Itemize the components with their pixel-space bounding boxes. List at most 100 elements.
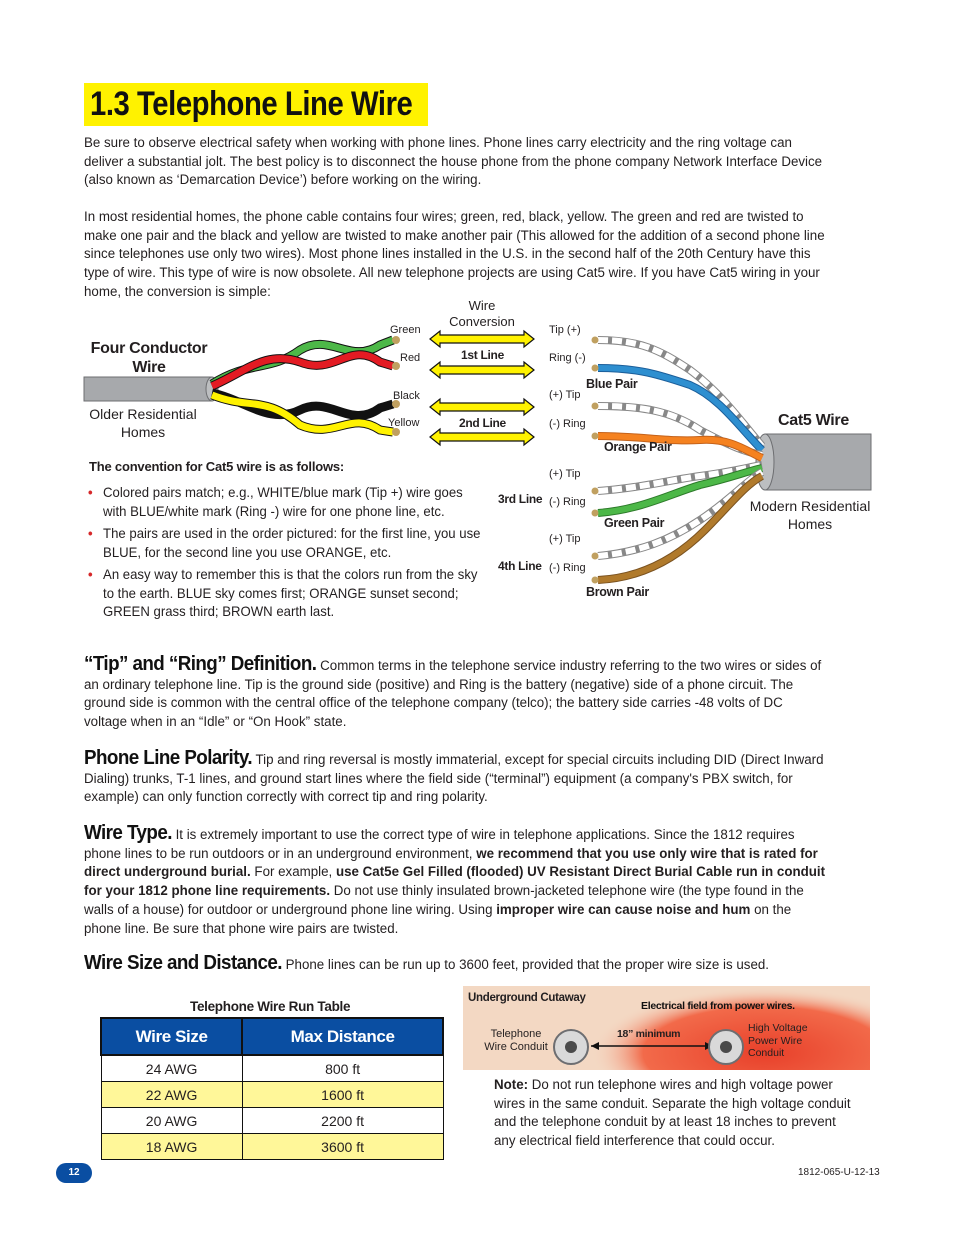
title-banner: 1.3 Telephone Line Wire xyxy=(84,83,428,126)
run-table-caption: Telephone Wire Run Table xyxy=(190,999,351,1014)
orange-pair-label: Orange Pair xyxy=(604,440,672,454)
four-conductor-wire-label: Four Conductor Wire xyxy=(89,339,209,377)
blue-pair-label: Blue Pair xyxy=(586,377,638,391)
wire-type-bold-2: use Cat5e Gel Filled (flooded) UV Resist… xyxy=(84,864,826,900)
wire-conversion-line2: Conversion xyxy=(449,314,515,329)
tip-ring-text: Common terms in the telephone service in… xyxy=(84,658,822,731)
cell-wire-size: 24 AWG xyxy=(100,1054,243,1082)
brown-pair-label: Brown Pair xyxy=(586,585,649,599)
wire-type-bold-3: improper wire can cause noise and hum xyxy=(496,901,751,918)
cell-max-distance: 3600 ft xyxy=(241,1133,444,1160)
cutaway-graphic xyxy=(553,986,870,1070)
electrical-field-area xyxy=(591,986,870,1070)
cell-max-distance: 1600 ft xyxy=(241,1081,444,1108)
telephone-conduit-line2: Wire Conduit xyxy=(484,1041,548,1053)
cat5-wire-label: Cat5 Wire xyxy=(778,412,849,429)
four-conductor-cable xyxy=(83,376,213,402)
minimum-distance-label: 18” minimum xyxy=(617,1028,681,1040)
page-title: 1.3 Telephone Line Wire xyxy=(90,85,413,123)
tip-ring-section: “Tip” and “Ring” Definition. Common term… xyxy=(84,653,827,732)
note-label: Note: xyxy=(494,1077,529,1093)
yellow-label: Yellow xyxy=(388,417,420,429)
conversion-arrows xyxy=(429,329,535,447)
table-row: 20 AWG 2200 ft xyxy=(100,1107,444,1134)
green-label: Green xyxy=(390,324,421,336)
older-homes-label: Older Residential Homes xyxy=(86,405,200,441)
ring-label-line3: (-) Ring xyxy=(549,496,586,508)
convention-text-3: An easy way to remember this is that the… xyxy=(103,566,478,619)
underground-cutaway: Underground Cutaway Electrical field fro… xyxy=(463,986,870,1070)
tip-ring-heading: “Tip” and “Ring” Definition. xyxy=(84,653,317,675)
polarity-heading: Phone Line Polarity. xyxy=(84,747,253,769)
wiring-diagram xyxy=(83,329,872,584)
modern-homes-label: Modern Residential Homes xyxy=(748,497,872,533)
wire-conversion-label: Wire Conversion xyxy=(440,298,524,330)
convention-text-2: The pairs are used in the order pictured… xyxy=(103,525,481,560)
field-label: Electrical field from power wires. xyxy=(641,1000,795,1012)
convention-title: The convention for Cat5 wire is as follo… xyxy=(89,459,345,474)
tip-label-line3: (+) Tip xyxy=(549,468,581,480)
wire-type-text-1: It is extremely important to use the cor… xyxy=(84,827,795,862)
wire-type-text-2: For example, xyxy=(254,864,333,881)
arrow-ring-line2 xyxy=(429,427,535,447)
older-homes-line1: Older Residential xyxy=(89,406,197,422)
tip-label-line2: (+) Tip xyxy=(549,389,581,401)
four-conductor-label-line2: Wire xyxy=(132,359,166,376)
convention-item: •Colored pairs match; e.g., WHITE/blue m… xyxy=(88,484,463,519)
cat5-cable xyxy=(764,433,872,491)
older-homes-line2: Homes xyxy=(120,424,166,440)
wire-size-heading: Wire Size and Distance. xyxy=(84,952,282,974)
high-voltage-conduit-label: High Voltage Power Wire Conduit xyxy=(748,1022,808,1060)
wire-conversion-line1: Wire xyxy=(468,298,496,313)
fourth-line-label: 4th Line xyxy=(498,559,542,573)
header-wire-size: Wire Size xyxy=(99,1017,244,1056)
green-pair-label: Green Pair xyxy=(604,516,665,530)
intro-paragraph-2: In most residential homes, the phone cab… xyxy=(84,208,827,302)
page-number-badge: 12 xyxy=(56,1163,92,1183)
modern-homes-line2: Homes xyxy=(787,516,833,532)
wire-type-section: Wire Type. It is extremely important to … xyxy=(84,822,827,938)
header-max-distance: Max Distance xyxy=(241,1017,444,1056)
telephone-conduit-label: Telephone Wire Conduit xyxy=(481,1028,551,1054)
convention-item: •The pairs are used in the order picture… xyxy=(88,525,481,560)
arrow-tip-line1 xyxy=(429,329,535,349)
convention-list: •Colored pairs match; e.g., WHITE/blue m… xyxy=(88,483,483,625)
arrow-ring-line1 xyxy=(429,360,535,380)
note-text: Do not run telephone wires and high volt… xyxy=(494,1077,851,1150)
black-label: Black xyxy=(393,390,420,402)
arrow-tip-line2 xyxy=(429,397,535,417)
wire-type-text-4: on the phone line. Be sure that phone wi… xyxy=(84,901,792,937)
cell-max-distance: 800 ft xyxy=(241,1054,444,1082)
red-label: Red xyxy=(400,352,421,364)
wire-run-table: Wire Size Max Distance 24 AWG 800 ft 22 … xyxy=(99,1017,444,1160)
modern-homes-line1: Modern Residential xyxy=(749,498,871,514)
cell-wire-size: 20 AWG xyxy=(100,1107,243,1134)
first-line-label: 1st Line xyxy=(461,348,504,362)
tip-label-line1: Tip (+) xyxy=(549,324,581,336)
intro-paragraph-1: Be sure to observe electrical safety whe… xyxy=(84,134,827,190)
high-voltage-line3: Conduit xyxy=(748,1047,785,1059)
document-id: 1812-065-U-12-13 xyxy=(798,1167,880,1178)
cutaway-title: Underground Cutaway xyxy=(468,992,586,1004)
table-header-row: Wire Size Max Distance xyxy=(99,1017,444,1056)
convention-text-1: Colored pairs match; e.g., WHITE/blue ma… xyxy=(103,484,463,519)
high-voltage-line1: High Voltage xyxy=(748,1022,808,1034)
wire-size-section: Wire Size and Distance. Phone lines can … xyxy=(84,952,827,975)
wire-type-heading: Wire Type. xyxy=(84,822,172,844)
intro-text-1: Be sure to observe electrical safety whe… xyxy=(84,135,823,189)
second-line-label: 2nd Line xyxy=(459,416,506,430)
table-row: 22 AWG 1600 ft xyxy=(100,1081,444,1108)
table-row: 24 AWG 800 ft xyxy=(100,1054,444,1082)
high-voltage-line2: Power Wire xyxy=(748,1034,803,1047)
note-section: Note: Do not run telephone wires and hig… xyxy=(494,1076,855,1151)
four-conductor-label-line1: Four Conductor xyxy=(90,340,208,357)
wire-type-bold-1: we recommend that you use only wire that… xyxy=(84,845,818,881)
polarity-text: Tip and ring reversal is mostly immateri… xyxy=(84,752,824,806)
cell-wire-size: 18 AWG xyxy=(100,1133,243,1160)
intro-text-2: In most residential homes, the phone cab… xyxy=(84,209,825,300)
convention-item: •An easy way to remember this is that th… xyxy=(88,566,478,619)
third-line-label: 3rd Line xyxy=(498,492,543,506)
ring-label-line2: (-) Ring xyxy=(549,418,586,430)
telephone-conduit-line1: Telephone xyxy=(490,1028,542,1040)
wire-type-text-3: Do not use thinly insulated brown-jacket… xyxy=(84,883,804,918)
